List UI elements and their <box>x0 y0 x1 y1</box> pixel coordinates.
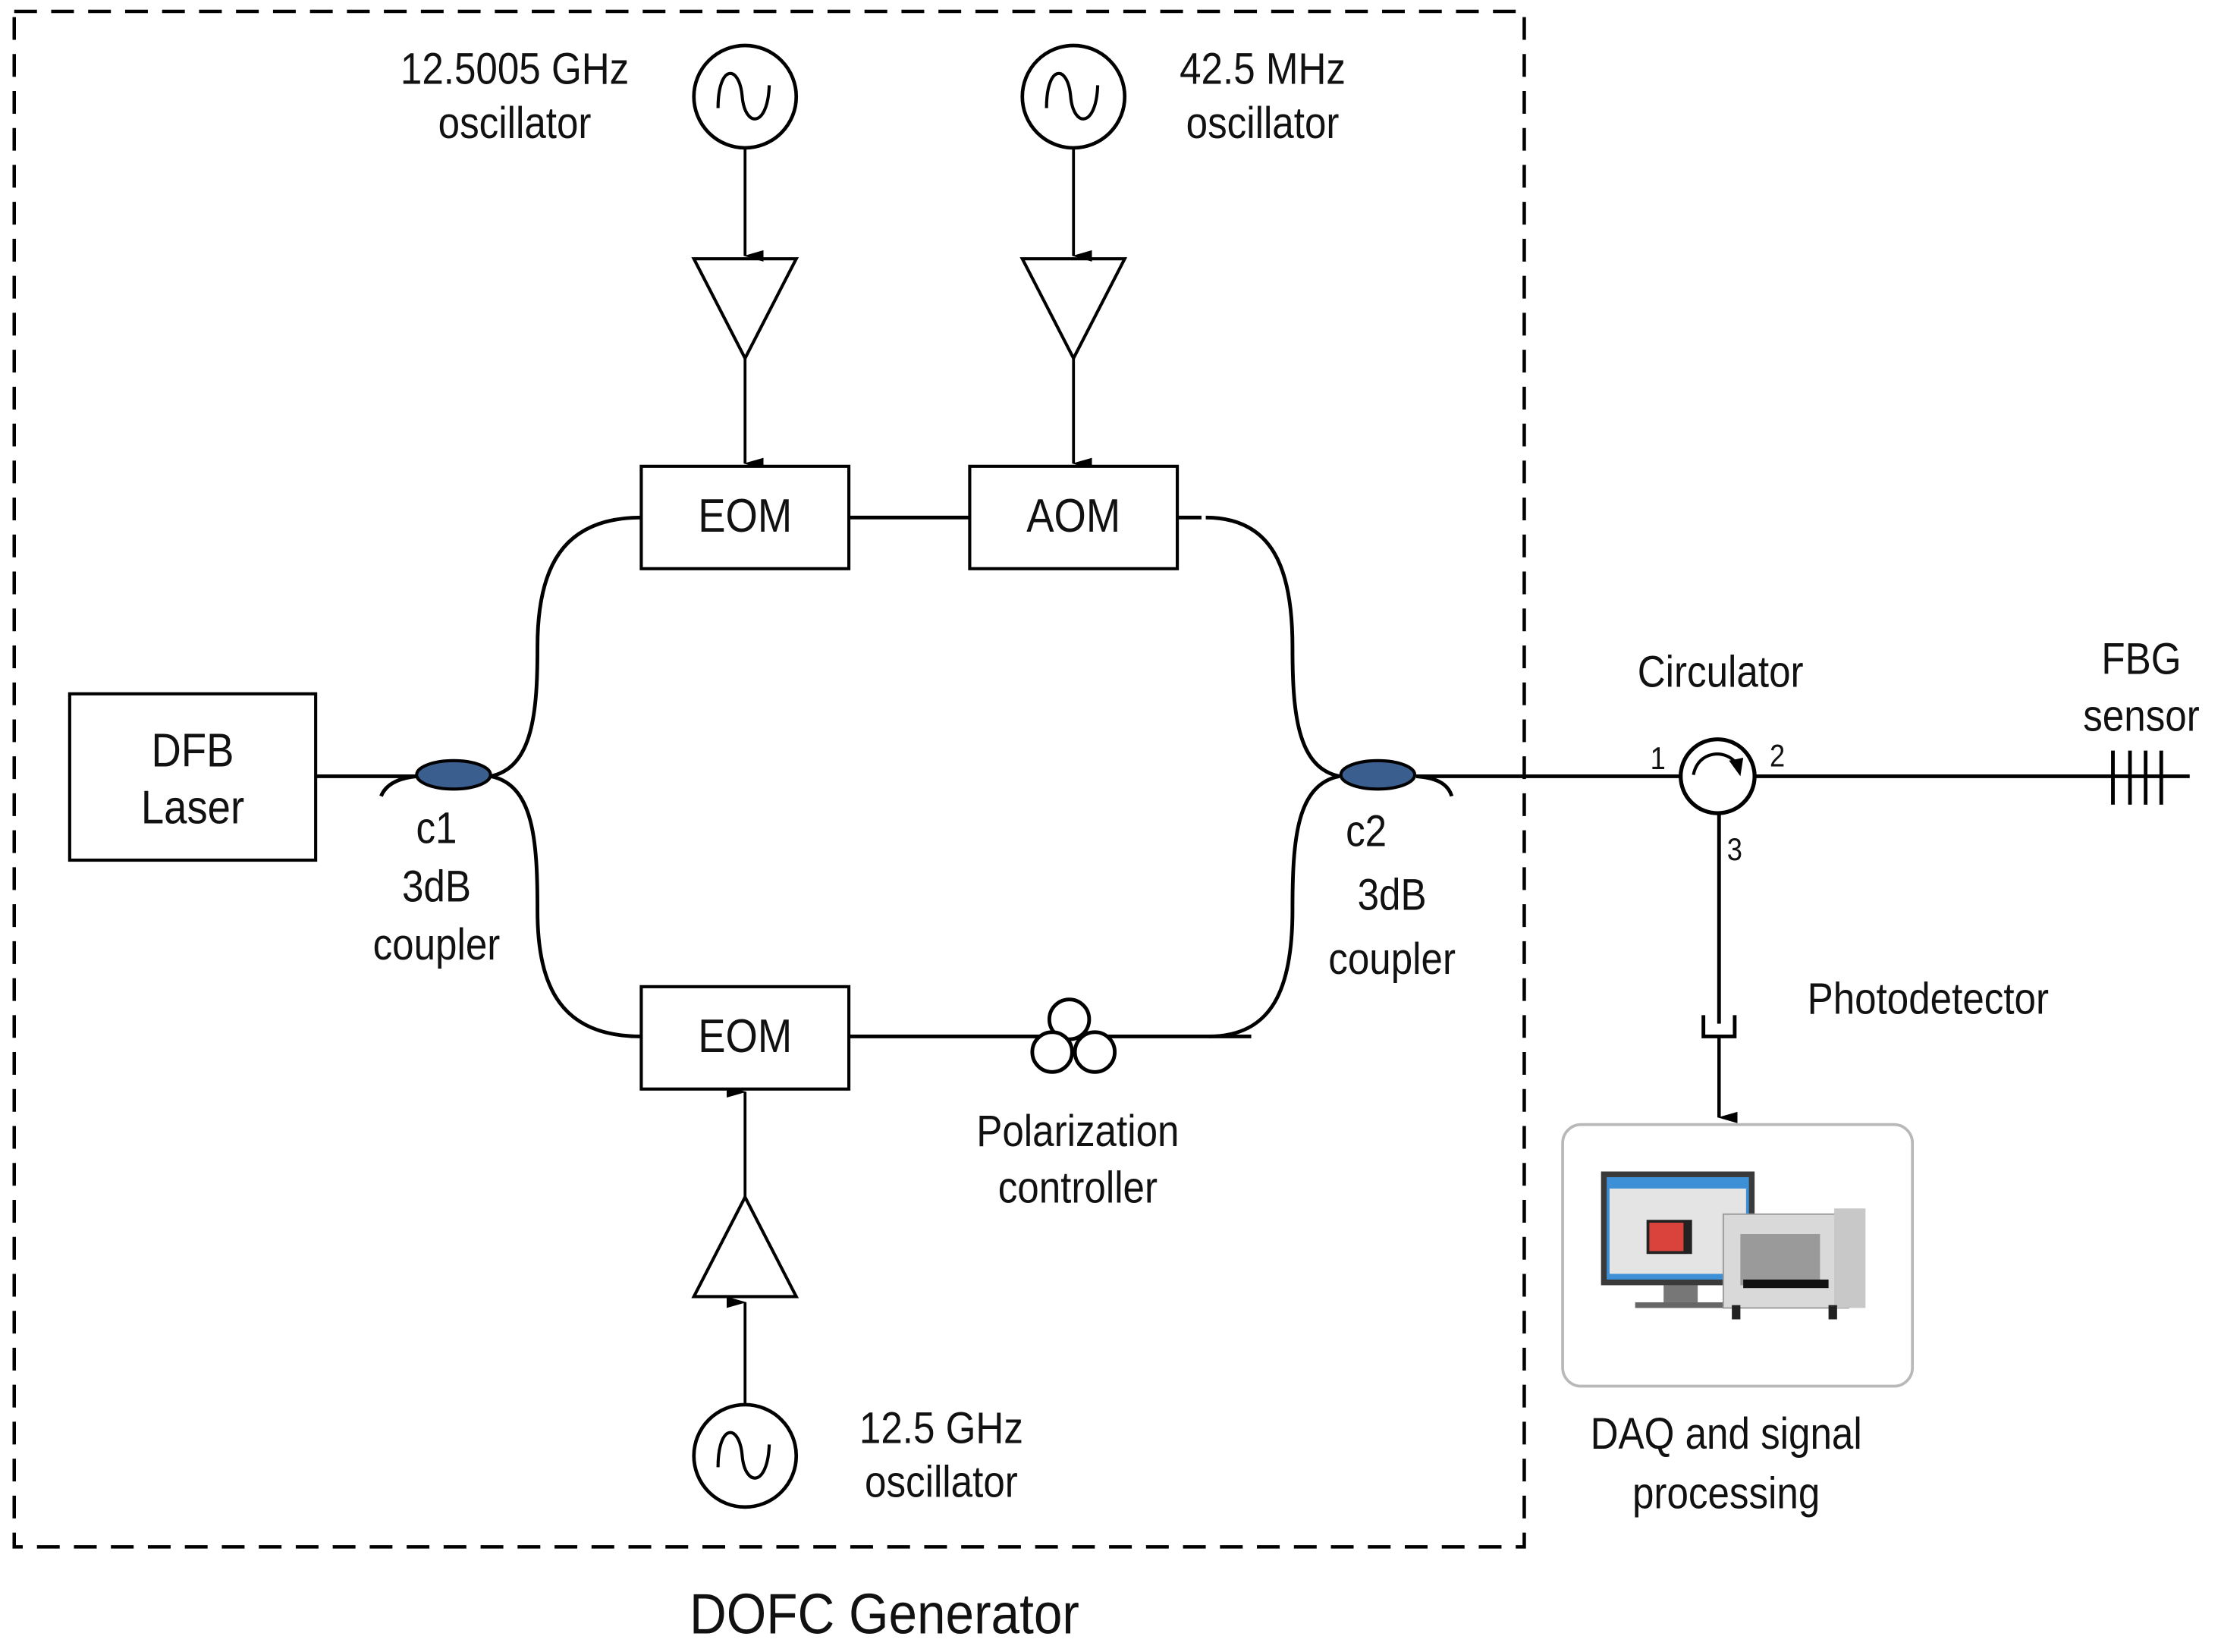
fbg-line1: FBG <box>2101 633 2182 684</box>
oscillator-42-5mhz <box>1019 43 1128 470</box>
amplifier-icon <box>691 1193 799 1299</box>
osc-42-5mhz-label: 42.5 MHz oscillator <box>1152 42 1372 150</box>
pc-line1: Polarization <box>976 1106 1180 1156</box>
dofc-generator-title: DOFC Generator <box>690 1584 1079 1647</box>
sine-source-icon <box>692 1402 799 1509</box>
coupler-id-text: c1 <box>416 803 457 853</box>
polarization-controller-label: Polarization controller <box>945 1104 1211 1217</box>
aom-label: AOM <box>1026 488 1121 542</box>
fbg-sensor-label: FBG sensor <box>2069 631 2213 745</box>
osc-12-5ghz-label: 12.5 GHz oscillator <box>831 1402 1051 1509</box>
circulator-icon <box>1679 737 1757 815</box>
daq-label: DAQ and signal processing <box>1561 1405 1891 1524</box>
coupler-c2-icon <box>1339 758 1417 791</box>
osc-freq-text: 12.5 GHz <box>859 1403 1023 1453</box>
sine-source-icon <box>692 43 799 150</box>
coupler-id-text: c2 <box>1346 806 1387 856</box>
daq-panel <box>1561 1123 1915 1388</box>
sine-wave-icon <box>716 71 771 121</box>
polarization-controller-icon <box>1030 997 1117 1074</box>
amplifier-icon <box>1019 257 1128 362</box>
eom-bottom-label: EOM <box>698 1009 793 1063</box>
sine-wave-icon <box>1045 71 1100 121</box>
daq-illustration <box>1601 1171 1866 1320</box>
coupler-c2-label: c2 3dB coupler <box>1308 799 1476 991</box>
oscillator-12-5005ghz <box>691 43 799 470</box>
photodetector-icon <box>1701 1015 1737 1038</box>
sine-source-icon <box>1020 43 1127 150</box>
daq-line1: DAQ and signal <box>1590 1409 1862 1459</box>
osc-12-5005ghz-label: 12.5005 GHz oscillator <box>372 42 658 150</box>
coupler-type-text: coupler <box>372 919 501 970</box>
daq-line2: processing <box>1632 1468 1820 1519</box>
fbg-line2: sensor <box>2083 690 2200 741</box>
coupler-ratio-text: 3dB <box>1357 870 1427 920</box>
photodetector-label: Photodetector <box>1807 973 2050 1024</box>
coupler-type-text: coupler <box>1328 934 1456 985</box>
circulator-port-3: 3 <box>1726 831 1742 868</box>
osc-type-text: oscillator <box>438 98 592 148</box>
osc-freq-text: 42.5 MHz <box>1180 44 1346 94</box>
osc-type-text: oscillator <box>1186 98 1340 148</box>
coupler-c1-icon <box>415 758 492 791</box>
sine-wave-icon <box>716 1431 771 1480</box>
fiber-paths <box>316 515 2190 1038</box>
coupler-c1-label: c1 3dB coupler <box>353 799 520 974</box>
fbg-grating-icon <box>2111 750 2163 805</box>
eom-top-label: EOM <box>698 488 793 542</box>
dfb-laser-label: DFB Laser <box>84 722 300 836</box>
pc-line2: controller <box>997 1163 1158 1213</box>
osc-type-text: oscillator <box>865 1457 1018 1507</box>
oscillator-12-5ghz <box>691 1086 799 1509</box>
laser-line2: Laser <box>140 780 245 834</box>
amplifier-icon <box>691 257 799 362</box>
circulator-port-2: 2 <box>1770 737 1786 774</box>
osc-freq-text: 12.5005 GHz <box>400 44 630 94</box>
circulator-port-1: 1 <box>1650 740 1666 777</box>
circulator-label: Circulator <box>1637 646 1804 697</box>
laser-line1: DFB <box>151 724 234 777</box>
coupler-ratio-text: 3dB <box>401 861 471 912</box>
